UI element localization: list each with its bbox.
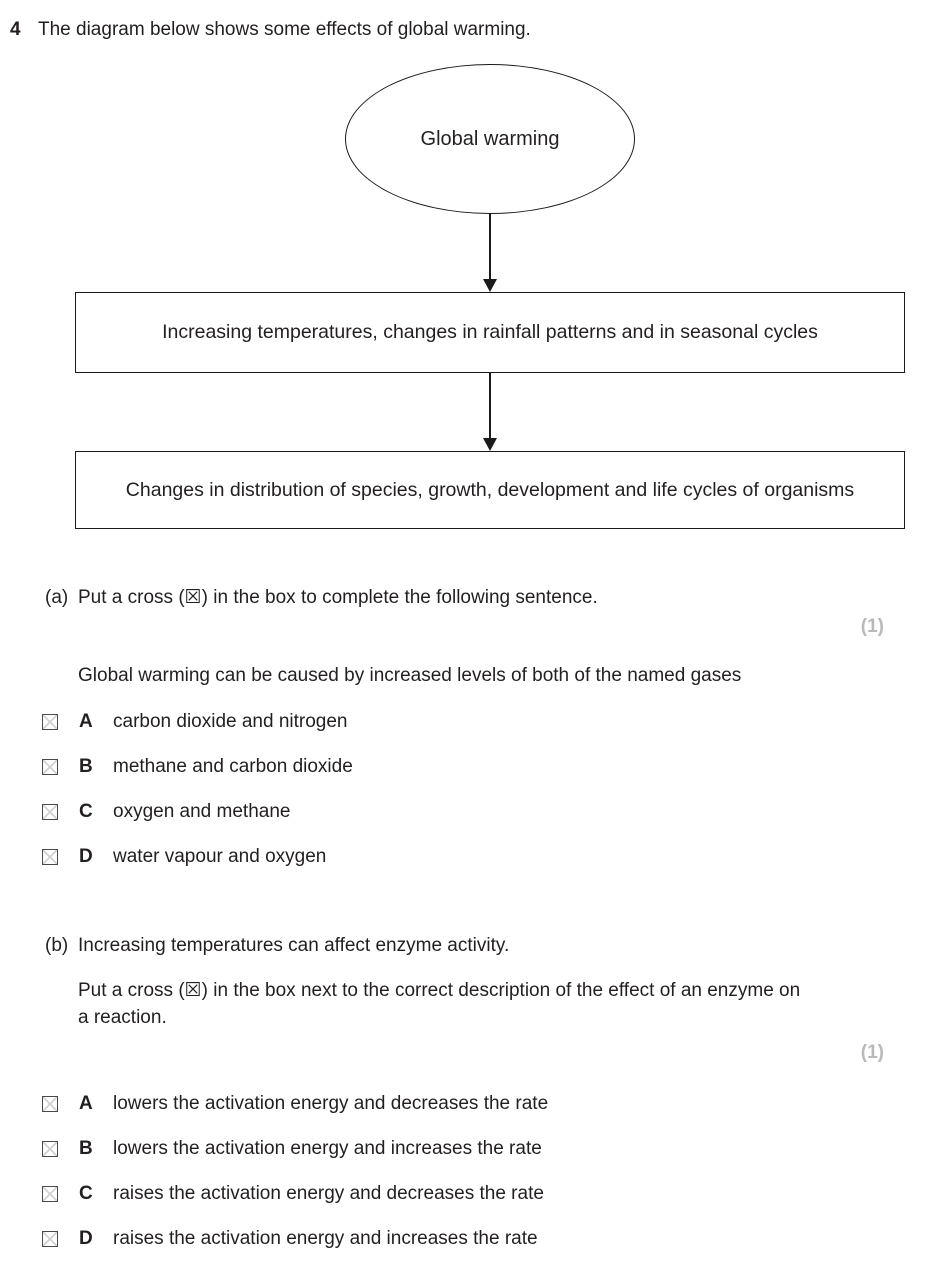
- part-a-marks: (1): [860, 616, 884, 637]
- option-letter: B: [79, 1138, 93, 1159]
- arrow-down-line: [489, 373, 491, 439]
- option-letter: D: [79, 846, 93, 867]
- answer-checkbox-b-B[interactable]: [42, 1141, 58, 1157]
- question-number: 4: [10, 19, 21, 40]
- part-b: (b) Increasing temperatures can affect e…: [0, 932, 944, 1252]
- option-text: lowers the activation energy and decreas…: [113, 1093, 549, 1114]
- option-text: carbon dioxide and nitrogen: [113, 711, 348, 732]
- diagram-box-temperatures: Increasing temperatures, changes in rain…: [75, 292, 905, 373]
- option-row-b-A: A lowers the activation energy and decre…: [42, 1091, 944, 1117]
- option-row-a-A: A carbon dioxide and nitrogen: [42, 709, 944, 735]
- part-a: (a) Put a cross (☒) in the box to comple…: [0, 584, 944, 870]
- option-letter: D: [79, 1228, 93, 1249]
- answer-checkbox-a-A[interactable]: [42, 714, 58, 730]
- diagram-ellipse-global-warming: Global warming: [345, 64, 635, 214]
- option-text: methane and carbon dioxide: [113, 756, 353, 777]
- global-warming-flow-diagram: Global warming Increasing temperatures, …: [0, 56, 944, 538]
- arrow-down-icon: [483, 438, 497, 451]
- option-letter: B: [79, 756, 93, 777]
- option-row-a-B: B methane and carbon dioxide: [42, 754, 944, 780]
- option-row-a-C: C oxygen and methane: [42, 799, 944, 825]
- option-text: raises the activation energy and decreas…: [113, 1183, 544, 1204]
- question-header: 4 The diagram below shows some effects o…: [0, 16, 944, 44]
- part-b-marks: (1): [860, 1042, 884, 1063]
- part-a-stem: Global warming can be caused by increase…: [78, 665, 742, 686]
- diagram-box2-label: Changes in distribution of species, grow…: [125, 478, 855, 501]
- part-b-header: (b) Increasing temperatures can affect e…: [45, 932, 944, 959]
- diagram-box1-label: Increasing temperatures, changes in rain…: [162, 321, 818, 343]
- option-row-b-B: B lowers the activation energy and incre…: [42, 1136, 944, 1162]
- answer-checkbox-a-C[interactable]: [42, 804, 58, 820]
- arrow-down-icon: [483, 279, 497, 292]
- answer-checkbox-a-D[interactable]: [42, 849, 58, 865]
- part-a-options: A carbon dioxide and nitrogen B methane …: [0, 709, 944, 870]
- option-text: raises the activation energy and increas…: [113, 1228, 538, 1249]
- answer-checkbox-b-D[interactable]: [42, 1231, 58, 1247]
- option-row-b-C: C raises the activation energy and decre…: [42, 1181, 944, 1207]
- option-text: oxygen and methane: [113, 801, 291, 822]
- option-letter: C: [79, 1183, 93, 1204]
- option-text: water vapour and oxygen: [113, 846, 327, 867]
- part-a-label: (a): [45, 587, 69, 608]
- question-intro: The diagram below shows some effects of …: [38, 19, 531, 40]
- option-letter: C: [79, 801, 93, 822]
- part-b-intro: Increasing temperatures can affect enzym…: [78, 935, 510, 956]
- ellipse-label: Global warming: [420, 127, 560, 150]
- answer-checkbox-b-A[interactable]: [42, 1096, 58, 1112]
- part-b-label: (b): [45, 935, 69, 956]
- arrow-down-line: [489, 214, 491, 281]
- option-row-b-D: D raises the activation energy and incre…: [42, 1226, 944, 1252]
- option-letter: A: [79, 1093, 93, 1114]
- diagram-box-species: Changes in distribution of species, grow…: [75, 451, 905, 529]
- option-letter: A: [79, 711, 93, 732]
- part-b-options: A lowers the activation energy and decre…: [0, 1091, 944, 1252]
- part-a-instruction: Put a cross (☒) in the box to complete t…: [78, 587, 598, 608]
- part-a-header: (a) Put a cross (☒) in the box to comple…: [45, 584, 944, 611]
- option-row-a-D: D water vapour and oxygen: [42, 844, 944, 870]
- part-b-instruction: Put a cross (☒) in the box next to the c…: [78, 980, 801, 1028]
- option-text: lowers the activation energy and increas…: [113, 1138, 542, 1159]
- answer-checkbox-a-B[interactable]: [42, 759, 58, 775]
- answer-checkbox-b-C[interactable]: [42, 1186, 58, 1202]
